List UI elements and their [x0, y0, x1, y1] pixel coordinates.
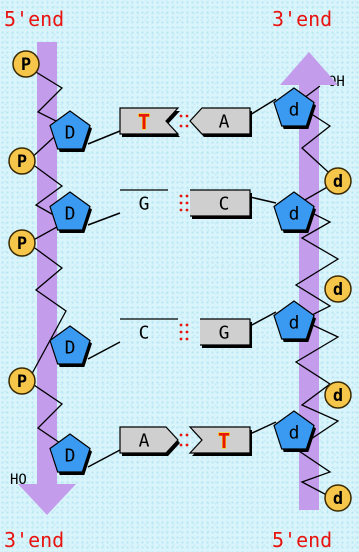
left-glycosidic-bond-1 — [88, 131, 120, 144]
hydrogen-bonds-3-dot-a-1 — [180, 324, 183, 327]
hydrogen-bonds-4-dot-b-2 — [186, 444, 189, 447]
left-sugar-3-letter: D — [65, 338, 76, 359]
right-sugar-4-letter: d — [289, 423, 300, 444]
right-phosphate-1-letter: d — [333, 172, 343, 192]
left-sugar-1-letter: D — [65, 123, 76, 144]
left-phosphate-1: P — [13, 51, 39, 77]
base-right-2-letter: C — [219, 194, 230, 215]
base-left-1: T — [120, 108, 180, 137]
right-phosphate-4-letter: d — [333, 489, 343, 509]
left-phosphate-3: P — [9, 230, 35, 256]
base-right-2: C — [190, 190, 252, 219]
hydrogen-bonds-2-dot-b-3 — [186, 209, 189, 212]
left-phosphate-1-letter: P — [21, 55, 31, 75]
base-left-2-letter: G — [139, 194, 150, 215]
base-right-4-letter: T — [218, 429, 230, 453]
left-sugar-2-letter: D — [65, 204, 76, 225]
hydrogen-bonds-3-dot-a-3 — [180, 338, 183, 341]
hydrogen-bonds-1-dot-b-1 — [186, 115, 189, 118]
base-left-4-letter: A — [139, 431, 150, 452]
base-left-3-letter: C — [139, 323, 150, 344]
base-right-1-letter: A — [219, 112, 230, 133]
base-right-3: G — [200, 319, 252, 348]
right-glycosidic-bond-1 — [250, 99, 276, 115]
hydrogen-bonds-4-dot-a-1 — [180, 434, 183, 437]
hydrogen-bonds-2-dot-a-2 — [180, 202, 183, 205]
hydrogen-bonds-3-dot-b-3 — [186, 338, 189, 341]
base-right-4: T — [190, 427, 252, 456]
right-sugar-1-letter: d — [289, 100, 300, 121]
right-phosphate-3-letter: d — [333, 386, 343, 406]
hydrogen-bonds-2-dot-a-1 — [180, 195, 183, 198]
right-phosphate-2: d — [325, 276, 351, 302]
hydrogen-bonds-3-dot-b-1 — [186, 324, 189, 327]
hydrogen-bonds-3 — [180, 324, 189, 341]
left-phosphate-4-letter: P — [17, 372, 27, 392]
left-phosphate-3-letter: P — [17, 234, 27, 254]
hydrogen-bonds-2-dot-b-1 — [186, 195, 189, 198]
right-glycosidic-bond-4 — [250, 422, 276, 434]
hydrogen-bonds-1-dot-b-2 — [186, 125, 189, 128]
left-glycosidic-bond-4 — [88, 450, 120, 467]
base-right-1: A — [190, 108, 252, 137]
left-sugar-4-letter: D — [65, 446, 76, 467]
base-left-2: G — [120, 190, 170, 215]
base-right-3-letter: G — [219, 323, 230, 344]
hydrogen-bonds-1-dot-a-1 — [180, 115, 183, 118]
base-left-3: C — [120, 319, 180, 344]
right-phosphate-2-letter: d — [333, 280, 343, 300]
hydrogen-bonds-1-dot-a-2 — [180, 125, 183, 128]
right-glycosidic-bond-3 — [250, 312, 276, 326]
left-phosphate-2-letter: P — [17, 152, 27, 172]
hydrogen-bonds-4-dot-a-2 — [180, 444, 183, 447]
hydrogen-bonds-2 — [180, 195, 189, 212]
hydrogen-bonds-1 — [180, 115, 189, 128]
left-glycosidic-bond-3 — [88, 342, 120, 359]
right-phosphate-1: d — [325, 168, 351, 194]
right-phosphate-4: d — [325, 485, 351, 511]
left-phosphate-4: P — [9, 368, 35, 394]
left-phosphate-2: P — [9, 148, 35, 174]
hydrogen-bonds-3-dot-a-2 — [180, 331, 183, 334]
right-sugar-3-letter: d — [289, 313, 300, 334]
left-glycosidic-bond-2 — [88, 213, 120, 225]
base-left-1-letter: T — [138, 110, 150, 134]
hydrogen-bonds-2-dot-b-2 — [186, 202, 189, 205]
hydrogen-bonds-2-dot-a-3 — [180, 209, 183, 212]
hydrogen-bonds-4 — [180, 434, 189, 447]
right-glycosidic-bond-2 — [250, 197, 276, 203]
right-sugar-2-letter: d — [289, 204, 300, 225]
hydrogen-bonds-4-dot-b-1 — [186, 434, 189, 437]
right-phosphate-3: d — [325, 382, 351, 408]
hydrogen-bonds-3-dot-b-2 — [186, 331, 189, 334]
base-left-4: A — [120, 427, 180, 456]
